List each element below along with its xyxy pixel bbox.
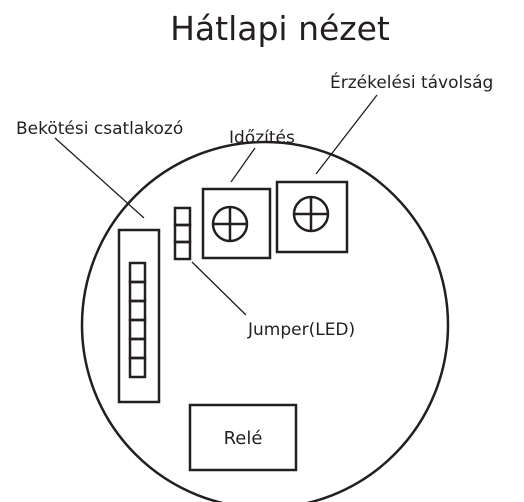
jumper-cell [173,240,192,261]
terminal-block [117,228,161,404]
jumper-cell [173,223,192,244]
timer-potentiometer [201,187,272,260]
terminal-leader-line [54,137,145,219]
housing-outline [80,140,450,502]
timer-pot-housing [201,187,272,260]
diagram-title: Hátlapi nézet [170,9,390,48]
terminal-label: Bekötési csatlakozó [16,119,183,139]
jumper-leader-line [191,261,247,316]
range-pot-housing [275,180,349,254]
terminal-pin [128,280,147,303]
timer-leader-line [230,147,256,183]
relay-body [188,403,298,472]
relay-label: Relé [224,428,263,449]
terminal-pin [128,337,147,360]
range-label: Érzékelési távolság [330,71,493,93]
range-potentiometer [275,180,349,254]
terminal-pin [128,356,147,379]
terminal-pin [128,261,147,284]
jumper-label: Jumper(LED) [247,320,355,340]
relay: Relé [188,403,298,472]
jumper-led [173,206,192,261]
range-leader-line [315,94,378,175]
terminal-pin [128,318,147,341]
timer-label: Időzítés [229,128,295,148]
jumper-cell [173,206,192,227]
terminal-block-body [117,228,161,404]
terminal-pin [128,299,147,322]
